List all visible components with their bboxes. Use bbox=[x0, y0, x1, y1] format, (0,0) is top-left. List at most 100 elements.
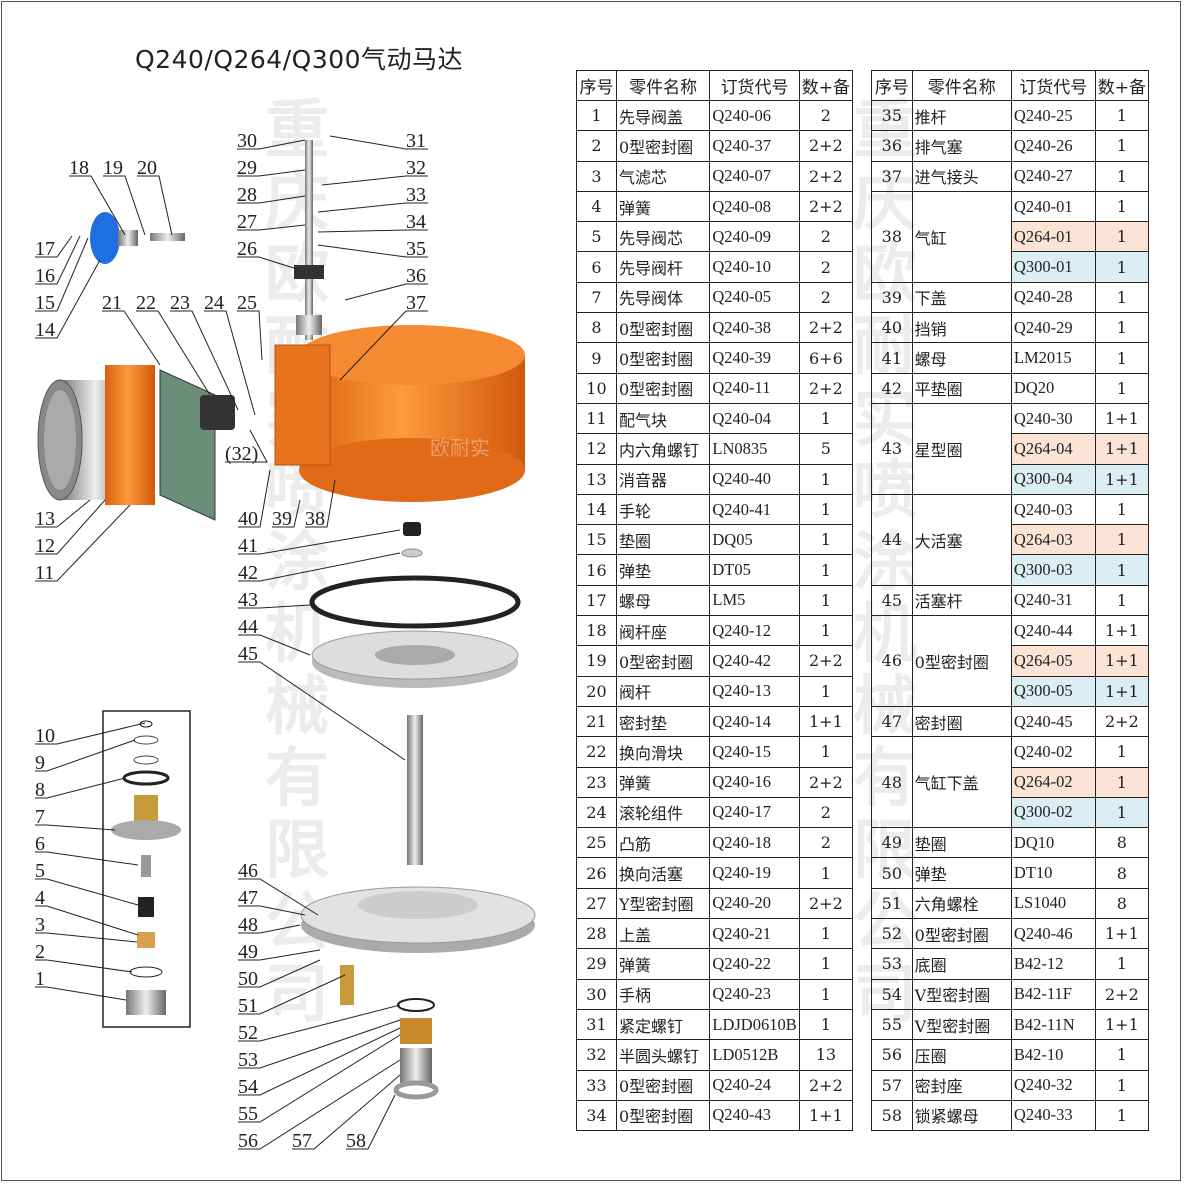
callout-label: 1 bbox=[35, 968, 45, 990]
part-name: 气缸下盖 bbox=[911, 736, 1012, 829]
leader-line bbox=[237, 169, 306, 177]
leader-line bbox=[137, 175, 173, 236]
order-code: Q240-13 bbox=[709, 675, 800, 707]
callout-label: 37 bbox=[406, 292, 426, 314]
part-number: 44 bbox=[871, 493, 913, 586]
part-name: 0型密封圈 bbox=[615, 1069, 711, 1101]
callout-label: 21 bbox=[102, 292, 122, 314]
exploded-view-diagram: 欧耐实 bbox=[35, 130, 536, 1152]
quantity: 2+2 bbox=[1094, 705, 1150, 738]
order-code: Q240-32 bbox=[1010, 1069, 1096, 1101]
page-title: Q240/Q264/Q300气动马达 bbox=[135, 45, 464, 74]
quantity: 1 bbox=[1094, 1099, 1150, 1132]
quantity: 2+2 bbox=[798, 312, 854, 344]
part-name: 滚轮组件 bbox=[615, 796, 711, 829]
quantity: 1 bbox=[1094, 281, 1150, 314]
part-name: V型密封圈 bbox=[911, 1008, 1012, 1041]
leader-line bbox=[238, 959, 321, 988]
col-header-name: 零件名称 bbox=[615, 70, 711, 101]
part-name: 换向活塞 bbox=[615, 857, 711, 889]
order-code: Q240-30 bbox=[1010, 402, 1096, 435]
part-number: 14 bbox=[576, 493, 617, 526]
part-name: 紧定螺钉 bbox=[615, 1008, 711, 1041]
part-name: 下盖 bbox=[911, 281, 1012, 314]
part-name: 上盖 bbox=[615, 918, 711, 950]
order-code: Q240-25 bbox=[1010, 99, 1096, 132]
order-code: Q240-22 bbox=[709, 948, 800, 980]
quantity: 1+1 bbox=[1094, 645, 1150, 677]
part-number: 25 bbox=[576, 827, 617, 859]
order-code: Q300-05 bbox=[1010, 675, 1096, 707]
leader-line bbox=[238, 469, 271, 528]
order-code: DT10 bbox=[1010, 857, 1096, 889]
order-code: Q240-27 bbox=[1010, 160, 1096, 192]
part-name: 手轮 bbox=[615, 493, 711, 526]
quantity: 1 bbox=[798, 736, 854, 768]
order-code: B42-11F bbox=[1010, 978, 1096, 1010]
order-code: LM5 bbox=[709, 584, 800, 617]
part-number: 22 bbox=[576, 736, 617, 768]
quantity: 1 bbox=[798, 584, 854, 617]
order-code: Q240-10 bbox=[709, 251, 800, 283]
part-number: 57 bbox=[871, 1069, 913, 1101]
leader-line bbox=[237, 139, 306, 150]
callout-label: (32) bbox=[225, 443, 258, 465]
quantity: 1 bbox=[798, 493, 854, 526]
order-code: Q300-03 bbox=[1010, 554, 1096, 586]
part-name: 消音器 bbox=[615, 463, 711, 495]
quantity: 1+1 bbox=[1094, 1008, 1150, 1041]
quantity: 1+1 bbox=[1094, 463, 1150, 495]
order-code: Q264-04 bbox=[1010, 433, 1096, 465]
quantity: 2+2 bbox=[798, 372, 854, 404]
order-code: Q240-43 bbox=[709, 1099, 800, 1132]
leader-line bbox=[35, 824, 116, 831]
quantity: 1 bbox=[798, 615, 854, 647]
part-name: 密封圈 bbox=[911, 705, 1012, 738]
callout-label: 39 bbox=[272, 508, 292, 530]
order-code: DQ10 bbox=[1010, 827, 1096, 859]
quantity: 2+2 bbox=[798, 130, 854, 162]
col-header-qty: 数+备 bbox=[798, 70, 854, 101]
order-code: Q264-05 bbox=[1010, 645, 1096, 677]
callout-label: 47 bbox=[238, 887, 258, 909]
quantity: 8 bbox=[1094, 887, 1150, 920]
col-header-no: 序号 bbox=[871, 70, 913, 101]
part-name: 压圈 bbox=[911, 1039, 1012, 1071]
order-code: Q240-31 bbox=[1010, 584, 1096, 617]
col-header-name: 零件名称 bbox=[911, 70, 1012, 101]
quantity: 1 bbox=[798, 918, 854, 950]
quantity: 2 bbox=[798, 796, 854, 829]
part-number: 24 bbox=[576, 796, 617, 829]
order-code: Q240-03 bbox=[1010, 493, 1096, 526]
callout-label: 35 bbox=[406, 238, 426, 260]
leader-line bbox=[238, 634, 311, 656]
leader-line bbox=[329, 135, 428, 150]
part-name: 密封垫 bbox=[615, 705, 711, 738]
callout-label: 25 bbox=[237, 292, 257, 314]
leader-line bbox=[35, 499, 91, 528]
leader-line bbox=[238, 1034, 401, 1123]
part-name: 半圆头螺钉 bbox=[615, 1039, 711, 1071]
leader-line bbox=[292, 1074, 401, 1150]
callout-label: 14 bbox=[35, 319, 55, 341]
part-number: 36 bbox=[871, 130, 913, 162]
